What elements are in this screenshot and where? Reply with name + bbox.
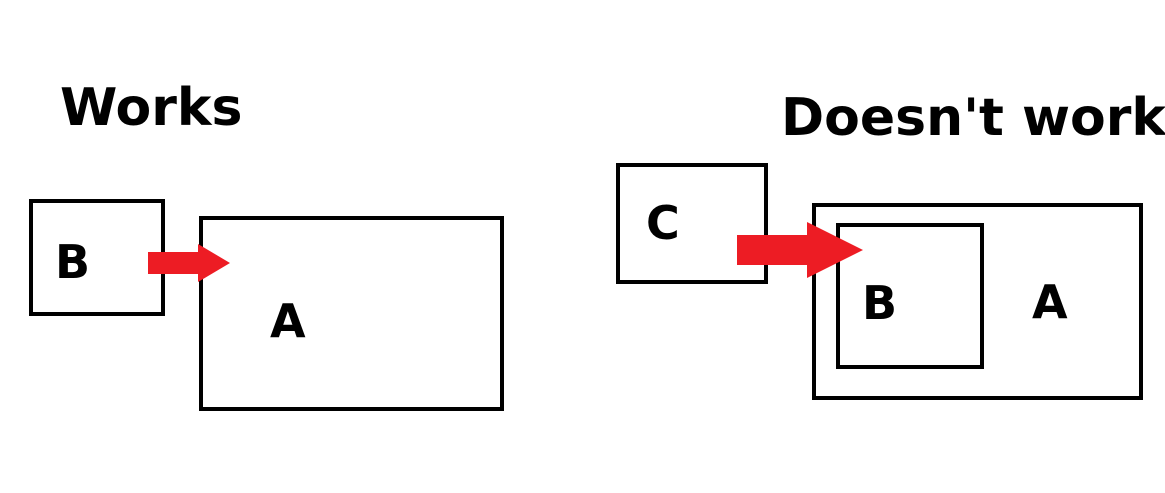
box-b-left: B — [29, 199, 165, 316]
box-b-left-label: B — [55, 235, 91, 289]
works-title: Works — [60, 78, 243, 138]
arrow-c-to-b — [737, 222, 863, 278]
box-a-left: A — [199, 216, 504, 411]
box-a-left-label: A — [270, 294, 306, 348]
box-b-right: B — [836, 223, 984, 369]
box-b-right-label: B — [862, 276, 898, 330]
box-a-right: A — [812, 203, 1143, 400]
box-a-right-label: A — [1032, 275, 1068, 329]
arrow-b-to-a — [148, 244, 230, 282]
arrow-b-to-a-shape — [148, 244, 230, 282]
box-c-right: C — [616, 163, 768, 284]
box-c-right-label: C — [646, 196, 680, 250]
arrow-c-to-b-shape — [737, 222, 863, 278]
doesnt-work-title: Doesn't work — [781, 88, 1165, 148]
